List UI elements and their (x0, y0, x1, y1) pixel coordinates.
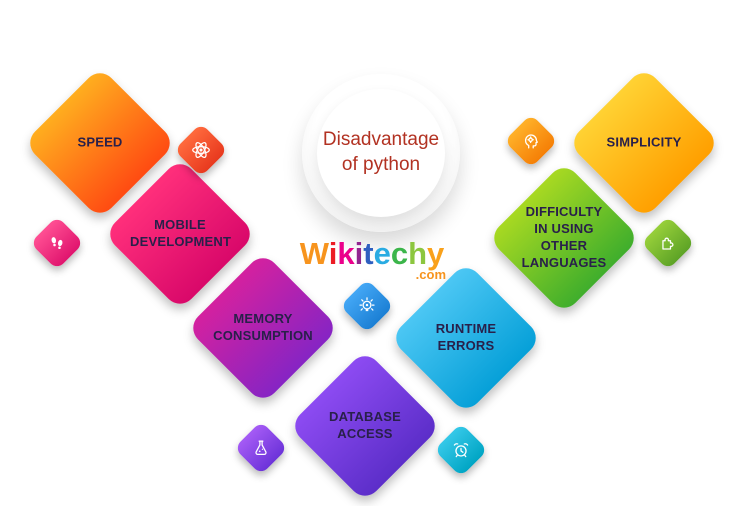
logo-word: Wikitechy (292, 238, 452, 269)
card-label: MEMORY CONSUMPTION (213, 311, 313, 343)
footprints-icon (46, 232, 68, 254)
card-label: MOBILE DEVELOPMENT (130, 217, 232, 249)
head-gears-icon (520, 130, 542, 152)
logo-letter: t (363, 236, 374, 271)
card-label: SPEED (77, 134, 123, 150)
alarm-clock-icon (450, 439, 472, 461)
card-label: SIMPLICITY (606, 134, 682, 150)
wikitechy-logo: Wikitechy .com (292, 238, 452, 282)
card-label: RUNTIME ERRORS (435, 321, 497, 353)
flask-icon (250, 437, 272, 459)
card-label: DATABASE ACCESS (329, 409, 401, 441)
logo-letter: i (328, 236, 338, 271)
card-label: DIFFICULTY IN USING OTHER LANGUAGES (521, 204, 607, 270)
atom-icon (190, 139, 212, 161)
title-line-1: Disadvantage (322, 129, 440, 151)
idea-icon (356, 295, 378, 317)
logo-letter: e (373, 236, 391, 271)
logo-suffix: .com (415, 267, 446, 282)
page-title: Disadvantage of python (323, 128, 439, 177)
logo-letter: W (299, 236, 329, 271)
logo-letter: y (427, 236, 445, 271)
logo-letter: i (354, 236, 364, 271)
logo-letter: k (337, 236, 355, 271)
title-line-2: of python (341, 154, 421, 175)
circle-inner-disc: Disadvantage of python (317, 89, 445, 217)
puzzle-icon (657, 232, 679, 254)
logo-letter: c (390, 236, 409, 271)
logo-letter: h (408, 236, 427, 271)
